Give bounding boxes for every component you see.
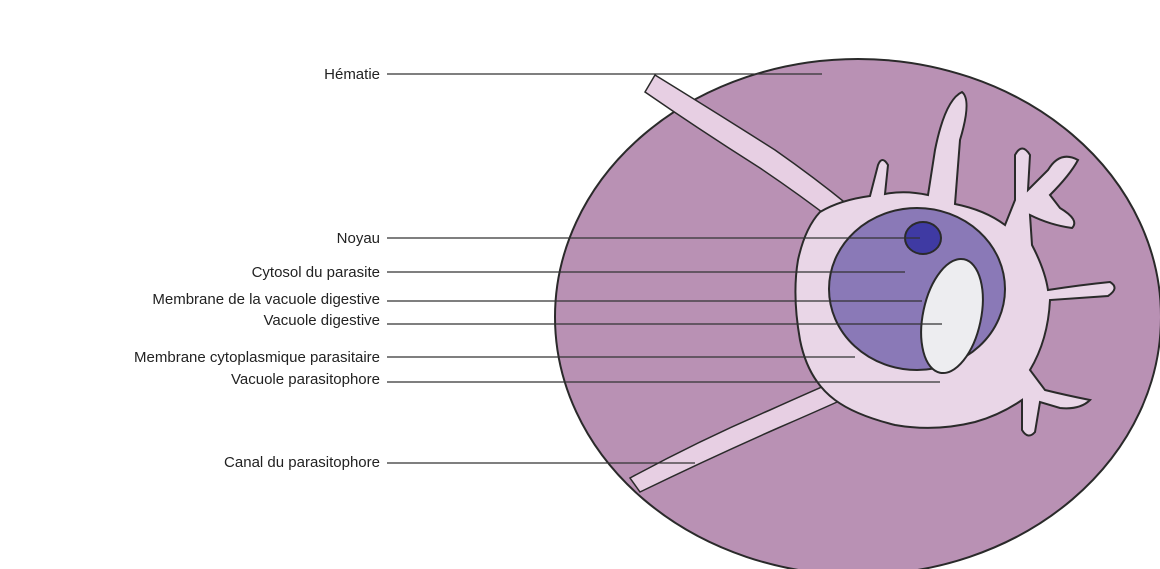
label-noyau: Noyau: [337, 230, 380, 247]
label-vacuole-digestive: Vacuole digestive: [264, 312, 380, 329]
label-canal: Canal du parasitophore: [224, 454, 380, 471]
label-hematie: Hématie: [324, 66, 380, 83]
label-membrane-vacuole-digestive: Membrane de la vacuole digestive: [152, 291, 380, 308]
label-cytosol: Cytosol du parasite: [252, 264, 380, 281]
label-vacuole-parasitophore: Vacuole parasitophore: [231, 371, 380, 388]
label-membrane-cytoplasmique: Membrane cytoplasmique parasitaire: [134, 349, 380, 366]
